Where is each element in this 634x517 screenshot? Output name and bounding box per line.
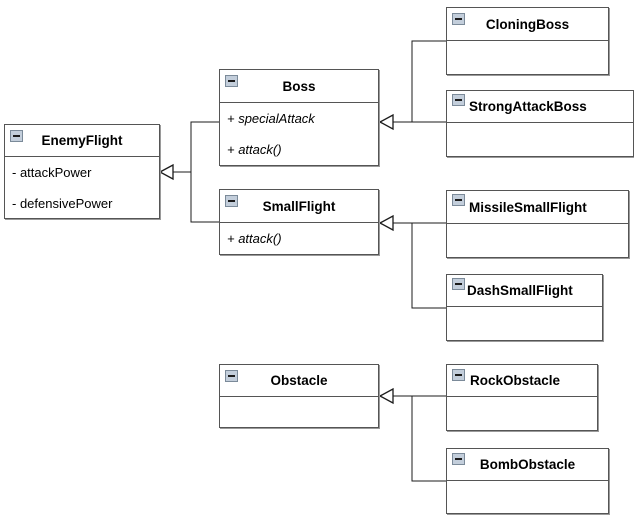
class-box-dashsmallflight[interactable]: DashSmallFlight	[446, 274, 603, 341]
class-header-cloningboss: CloningBoss	[447, 8, 608, 41]
class-header-enemyflight: EnemyFlight	[5, 125, 159, 157]
collapse-minus-icon[interactable]	[225, 195, 238, 207]
class-header-smallflight: SmallFlight	[220, 190, 378, 223]
generalization-arrow-enemyflight	[158, 163, 174, 181]
connector-smallflightsubs	[411, 222, 446, 309]
class-members-dashsmallflight	[447, 307, 602, 372]
class-members-boss: + specialAttack + attack()	[220, 103, 378, 165]
class-member: + attack()	[227, 142, 282, 157]
class-name-boss: Boss	[282, 79, 316, 94]
collapse-minus-icon[interactable]	[452, 278, 465, 290]
connector-boss-smallflight-to-enemyflight	[190, 121, 219, 223]
class-box-smallflight[interactable]: SmallFlight + attack()	[219, 189, 379, 255]
class-member: + specialAttack	[227, 111, 315, 126]
class-box-rockobstacle[interactable]: RockObstacle	[446, 364, 598, 431]
class-name-enemyflight: EnemyFlight	[41, 133, 123, 148]
class-box-bombobstacle[interactable]: BombObstacle	[446, 448, 609, 514]
class-box-cloningboss[interactable]: CloningBoss	[446, 7, 609, 75]
class-members-smallflight: + attack()	[220, 223, 378, 254]
class-header-missilesmallflight: MissileSmallFlight	[447, 191, 628, 224]
class-member: + attack()	[227, 231, 282, 246]
collapse-minus-icon[interactable]	[452, 194, 465, 206]
generalization-arrow-obstacle	[378, 387, 394, 405]
connector-obstaclesubs	[411, 395, 446, 482]
class-name-bombobstacle: BombObstacle	[479, 457, 576, 472]
class-header-boss: Boss	[220, 70, 378, 103]
collapse-minus-icon[interactable]	[10, 130, 23, 142]
generalization-arrow-smallflight	[378, 214, 394, 232]
class-header-bombobstacle: BombObstacle	[447, 449, 608, 481]
class-name-strongattackboss: StrongAttackBoss	[469, 99, 587, 114]
collapse-minus-icon[interactable]	[225, 370, 238, 382]
class-header-dashsmallflight: DashSmallFlight	[447, 275, 602, 307]
collapse-minus-icon[interactable]	[452, 369, 465, 381]
connector-bosssubs	[411, 40, 446, 123]
class-name-missilesmallflight: MissileSmallFlight	[469, 200, 587, 215]
collapse-minus-icon[interactable]	[452, 94, 465, 106]
class-member: - defensivePower	[12, 196, 113, 211]
class-box-missilesmallflight[interactable]: MissileSmallFlight	[446, 190, 629, 258]
class-name-dashsmallflight: DashSmallFlight	[467, 283, 573, 298]
class-member: - attackPower	[12, 165, 92, 180]
class-box-strongattackboss[interactable]: StrongAttackBoss	[446, 90, 634, 157]
class-name-rockobstacle: RockObstacle	[470, 373, 561, 388]
generalization-arrow-boss	[378, 113, 394, 131]
class-members-strongattackboss	[447, 123, 633, 188]
class-header-rockobstacle: RockObstacle	[447, 365, 597, 397]
class-name-cloningboss: CloningBoss	[485, 17, 570, 32]
collapse-minus-icon[interactable]	[225, 75, 238, 87]
class-name-smallflight: SmallFlight	[262, 199, 336, 214]
class-box-enemyflight[interactable]: EnemyFlight - attackPower - defensivePow…	[4, 124, 160, 219]
class-members-bombobstacle	[447, 481, 608, 517]
collapse-minus-icon[interactable]	[452, 13, 465, 25]
class-box-obstacle[interactable]: Obstacle	[219, 364, 379, 428]
class-header-obstacle: Obstacle	[220, 365, 378, 397]
class-members-obstacle	[220, 397, 378, 459]
collapse-minus-icon[interactable]	[452, 453, 465, 465]
class-header-strongattackboss: StrongAttackBoss	[447, 91, 633, 123]
class-members-enemyflight: - attackPower - defensivePower	[5, 157, 159, 219]
class-box-boss[interactable]: Boss + specialAttack + attack()	[219, 69, 379, 166]
class-name-obstacle: Obstacle	[270, 373, 328, 388]
